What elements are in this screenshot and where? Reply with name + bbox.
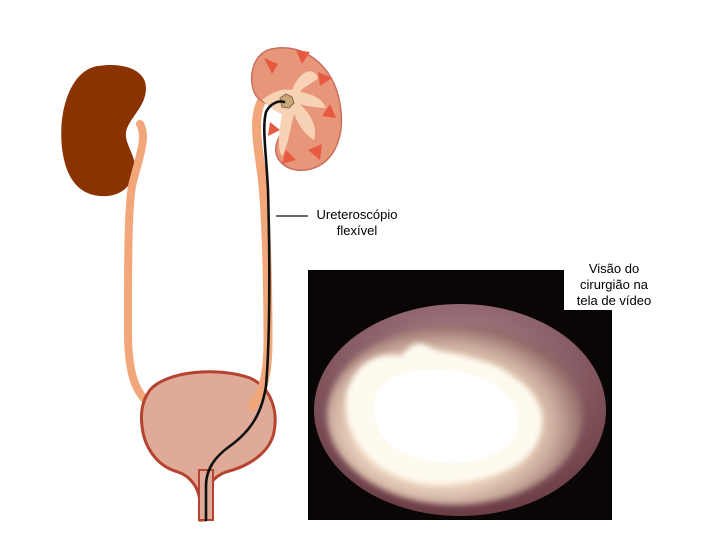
kidney-stone: [279, 93, 295, 109]
surgeon-view-label: Visão do cirurgião na tela de vídeo: [566, 261, 662, 309]
renal-pelvis: [262, 71, 326, 156]
renal-calyces: [264, 50, 336, 164]
surgeon-view-label-line2: cirurgião na: [580, 277, 648, 292]
left-kidney: [61, 64, 146, 197]
surgeon-view-label-line3: tela de vídeo: [576, 293, 652, 308]
ureteroscope-label-line2: flexível: [336, 223, 378, 238]
endoscope-video-view: [308, 270, 612, 520]
ureteroscope-label: Ureteroscópio flexível: [306, 207, 408, 239]
right-ureter: [247, 95, 273, 411]
flexible-ureteroscope: [204, 100, 286, 522]
surgeon-view-label-box: [564, 256, 664, 310]
surgeon-view-label-line1: Visão do: [588, 261, 640, 276]
ureteroscope-label-line1: Ureteroscópio: [316, 207, 398, 222]
